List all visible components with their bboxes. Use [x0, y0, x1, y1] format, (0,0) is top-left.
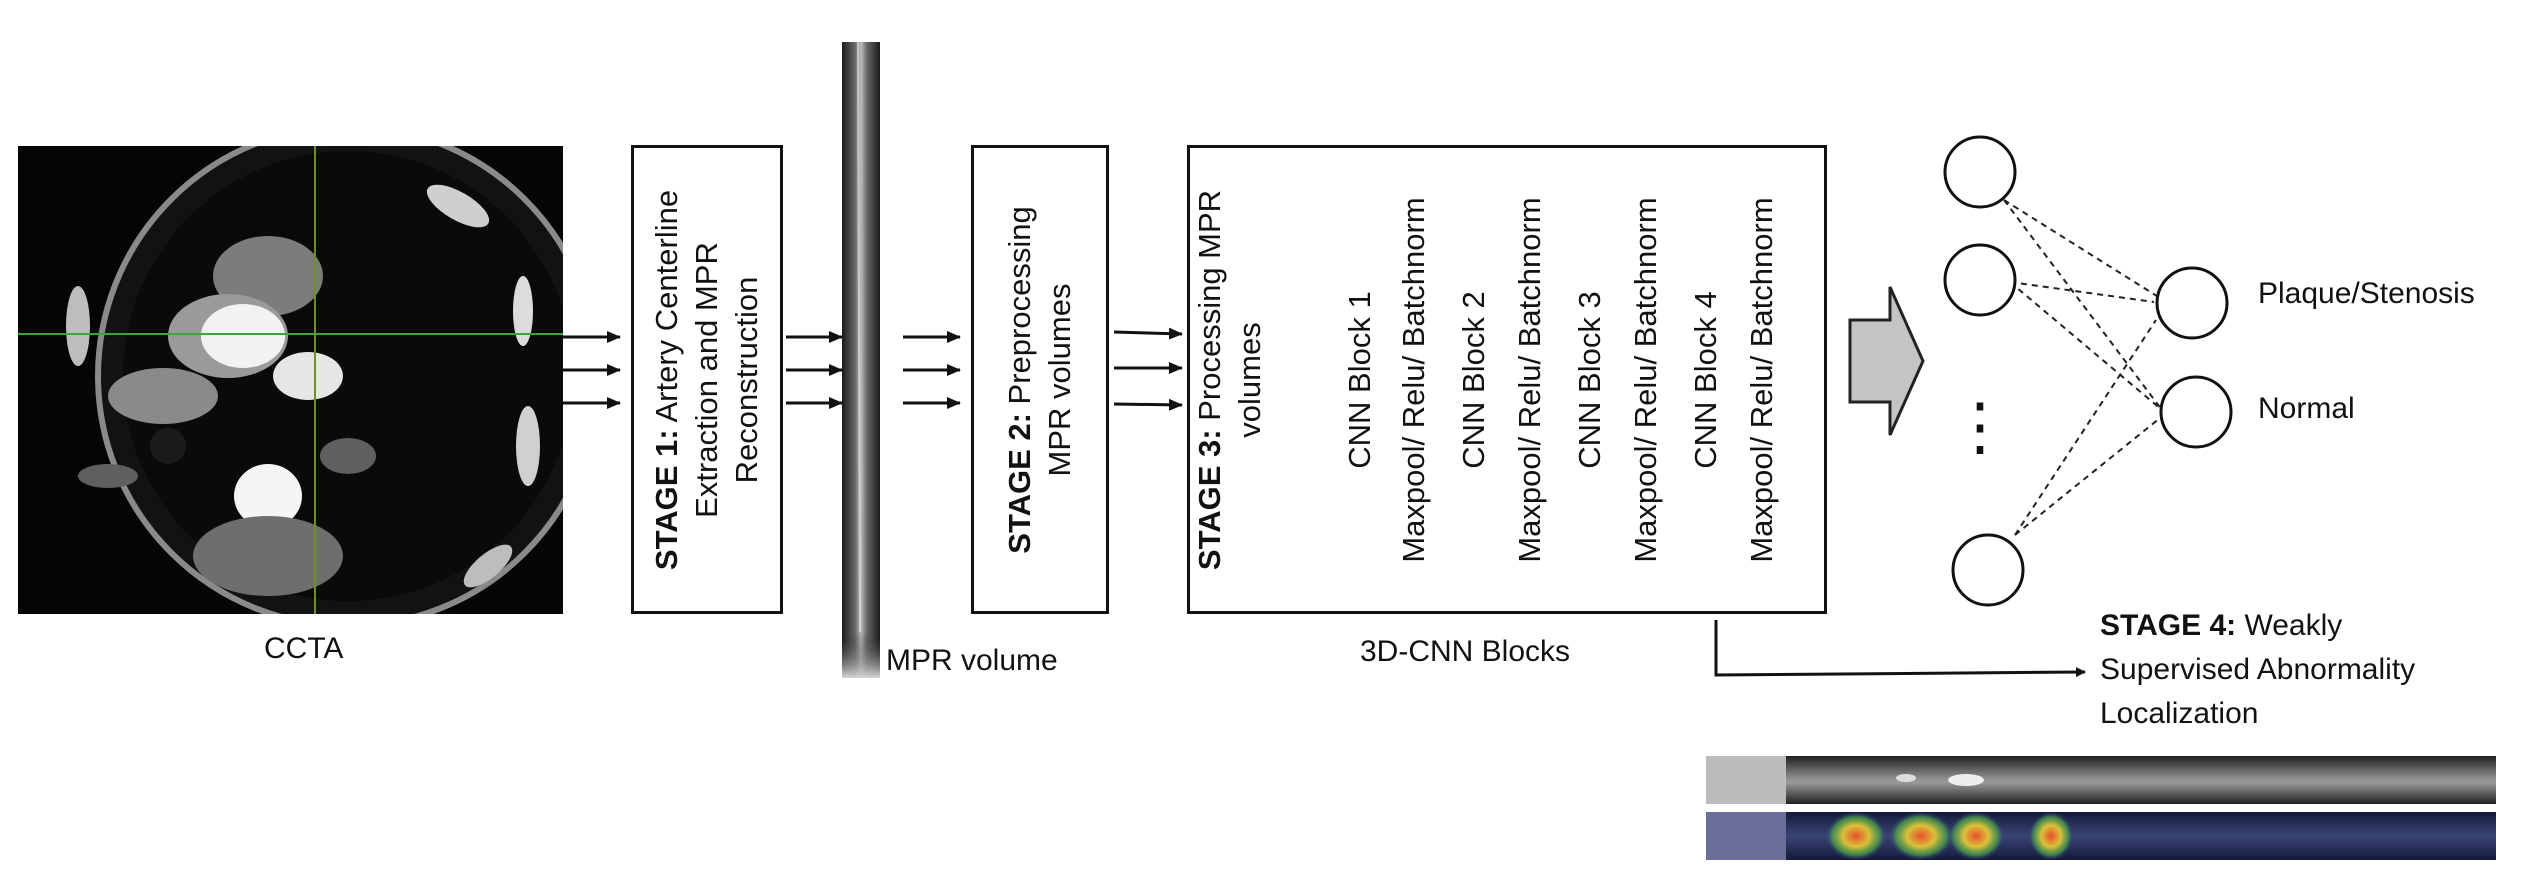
arrow-stage2-stage3-1: [1113, 327, 1183, 340]
output-node-normal: [2159, 375, 2233, 449]
output-label-plaque: Plaque/Stenosis: [2258, 277, 2475, 310]
stage4-line1: Weakly: [2236, 609, 2343, 642]
mpr-grayscale-strip: [1706, 756, 2496, 804]
abnormality-heatmap-graphic: [1706, 812, 2496, 860]
input-node-1: [1943, 135, 2017, 209]
block-arrow-to-network: [1848, 286, 1925, 436]
ccta-image: [18, 146, 563, 614]
mpr-volume-caption: MPR volume: [886, 644, 1058, 677]
ccta-scan-graphic: [18, 146, 563, 614]
stage2-box: STAGE 2: Preprocessing MPR volumes: [971, 145, 1109, 614]
output-label-normal: Normal: [2258, 392, 2355, 425]
stage4-text: STAGE 4: Weakly Supervised Abnormality L…: [2100, 604, 2415, 736]
input-node-2: [1943, 243, 2017, 317]
mpr-volume-strip: [842, 42, 880, 678]
input-node-n: [1951, 533, 2025, 607]
output-node-plaque: [2155, 266, 2229, 340]
hidden-nodes-ellipsis: ⋮: [1948, 390, 2012, 462]
abnormality-heatmap-strip: [1706, 812, 2496, 860]
arrow-stage2-stage3-3: [1113, 398, 1183, 411]
stage1-box: STAGE 1: Artery Centerline Extraction an…: [631, 145, 783, 614]
network-connections: [2003, 199, 2163, 536]
stage3-box: STAGE 3: Processing MPR volumes CNN Bloc…: [1187, 145, 1827, 614]
mpr-volume-graphic: [842, 42, 880, 678]
ccta-caption: CCTA: [264, 632, 344, 665]
stage4-line2: Supervised Abnormality: [2100, 653, 2416, 686]
arrow-stage3-stage4: [1714, 620, 2086, 678]
stage4-line3: Localization: [2100, 697, 2259, 730]
stage3-caption: 3D-CNN Blocks: [1360, 635, 1571, 668]
mpr-grayscale-graphic: [1706, 756, 2496, 804]
classifier-network: ⋮ Plaque/Stenosis Normal: [1943, 135, 2475, 607]
stage4-label: STAGE 4:: [2100, 609, 2237, 642]
